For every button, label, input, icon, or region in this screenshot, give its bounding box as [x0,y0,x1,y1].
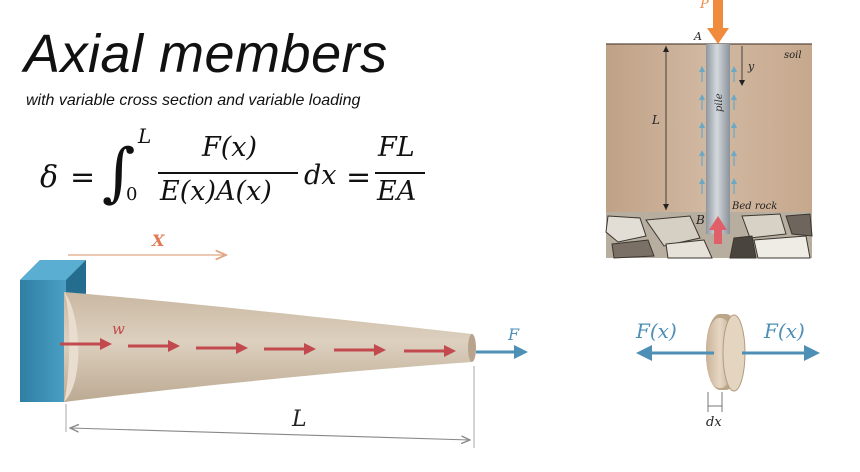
thickness-label: dx [706,415,722,430]
x-dimension-label: X [151,231,165,250]
formula-equals-1: = [70,160,96,195]
formula-delta: δ [40,160,59,195]
length-label: L [291,407,307,432]
left-force-label: F(x) [635,319,677,343]
base-reaction-arrow [709,216,727,244]
pile [706,44,730,234]
formula-fraction-bar [158,172,298,174]
formula-lower-limit: 0 [126,184,138,205]
distributed-load-arrows [60,338,456,357]
tapered-bar [64,292,476,402]
page-subtitle: with variable cross section and variable… [26,92,361,109]
pile-length-label: L [651,113,660,127]
differential-disc [706,314,746,392]
y-axis-arrow [739,46,745,86]
formula-denominator: E(x)A(x) [160,176,272,207]
left-force-arrow [636,345,714,361]
formula-result-denominator: EA [377,176,417,207]
formula-result-bar [375,172,425,174]
thickness-dimension [707,392,723,412]
y-axis-label: y [747,60,755,73]
point-a-label: A [693,30,702,43]
formula-equals-2: = [346,160,372,195]
pile-length-dimension [663,46,669,210]
pile-label: pile [714,93,725,112]
soil-label: soil [784,50,802,61]
point-b-label: B [695,213,705,227]
formula-differential: dx [304,160,337,191]
formula-upper-limit: L [138,124,152,148]
end-force-arrow [476,345,528,359]
top-load-arrow [707,0,729,44]
formula-numerator: F(x) [202,132,258,163]
deformation-formula: δ = ∫ L 0 F(x) E(x)A(x) dx = FL EA [20,118,440,226]
end-force-label: F [507,325,520,344]
top-load-label: P [699,0,709,12]
length-dimension-arrow [70,428,470,440]
formula-result-numerator: FL [378,132,415,163]
bedrock-label: Bed rock [731,201,777,212]
right-force-label: F(x) [763,319,805,343]
formula-integral: ∫ [102,136,136,210]
right-force-arrow [742,345,820,361]
skin-friction-arrows [699,66,737,194]
page-title: Axial members [24,24,388,84]
distributed-load-label: w [112,320,125,338]
